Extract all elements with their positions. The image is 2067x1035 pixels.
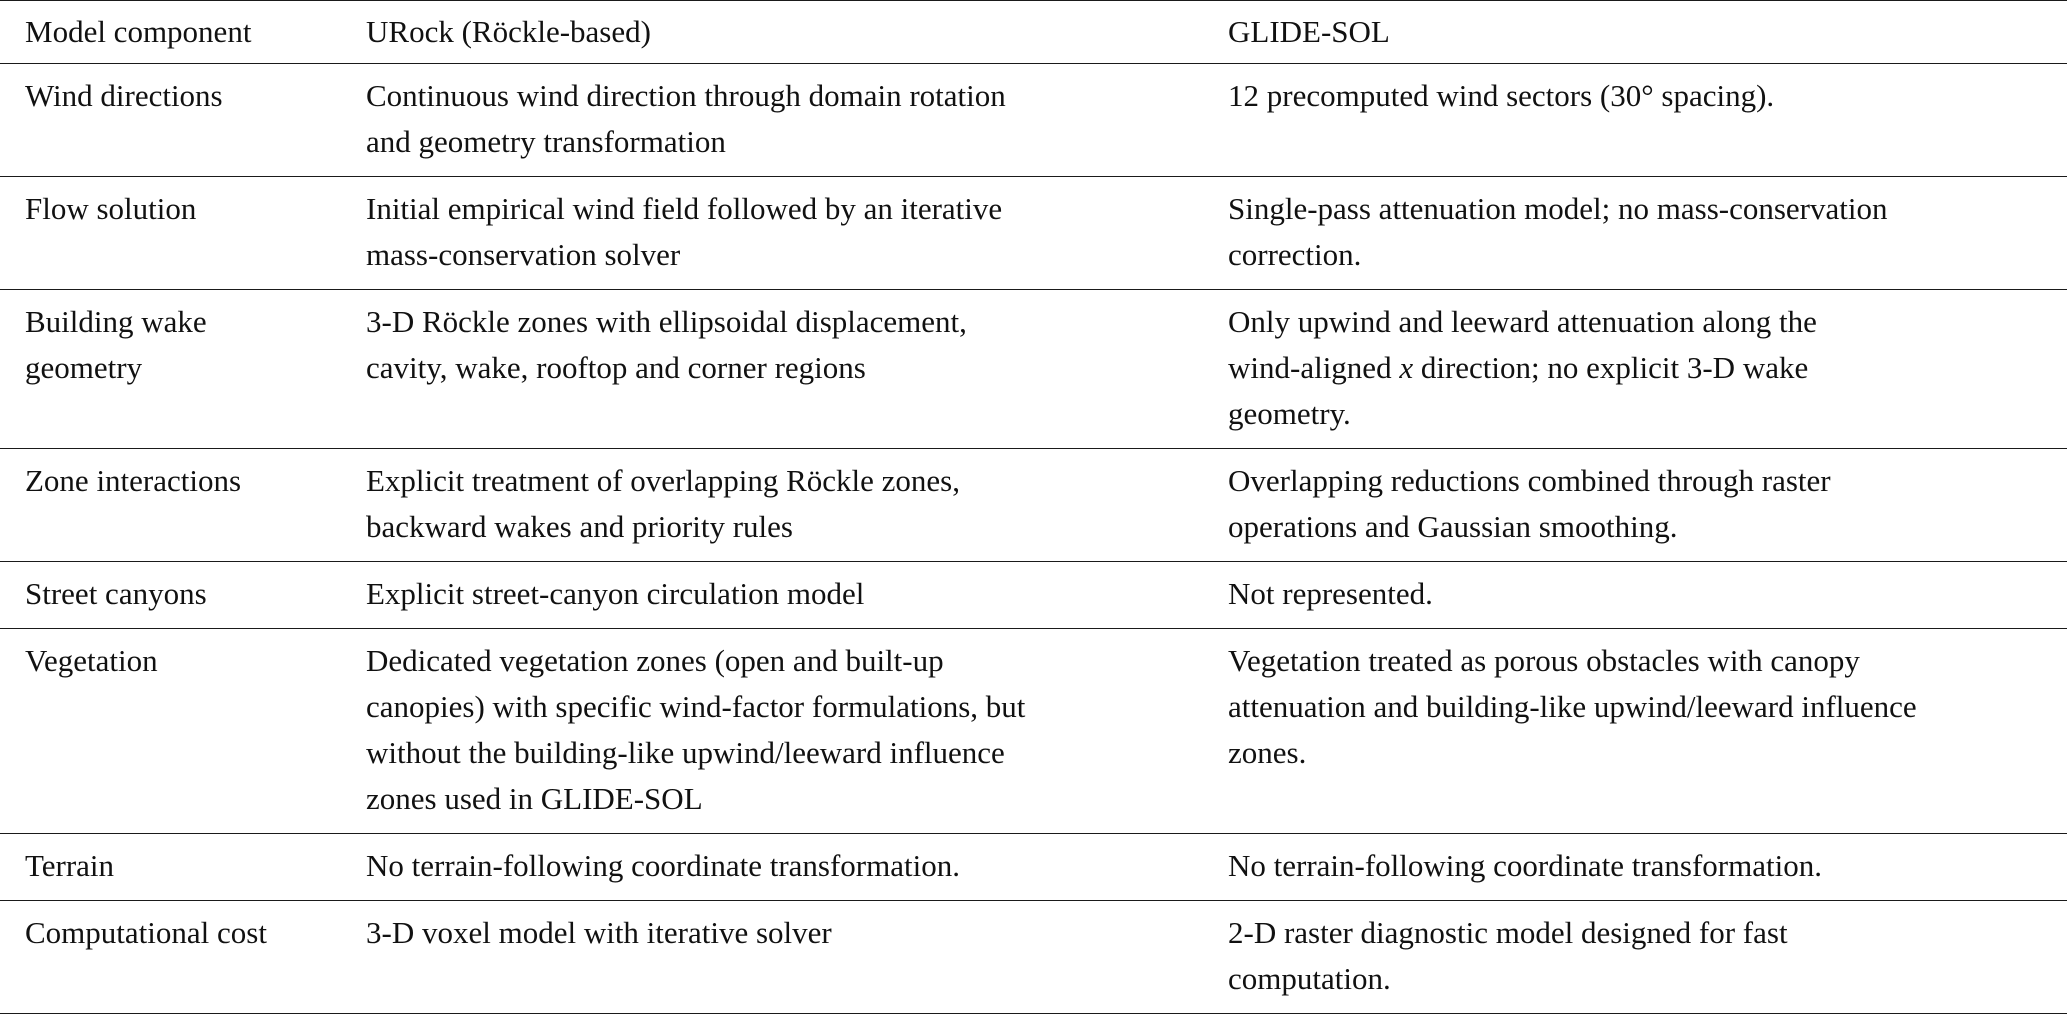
x-variable: x xyxy=(1399,350,1414,385)
row-glide-cell: No terrain-following coordinate transfor… xyxy=(1228,848,1822,883)
row-urock-cell: 3-D Röckle zones with ellipsoidal displa… xyxy=(366,304,967,385)
row-component-label: Vegetation xyxy=(25,643,158,678)
row-urock-cell: Initial empirical wind field followed by… xyxy=(366,191,1003,272)
table-row: Terrain No terrain-following coordinate … xyxy=(0,834,2067,901)
comparison-table: Model component URock (Röckle-based) GLI… xyxy=(0,0,2067,1014)
row-urock-cell: Continuous wind direction through domain… xyxy=(366,78,1006,159)
table-row: Computational cost 3-D voxel model with … xyxy=(0,901,2067,1014)
row-glide-cell: 12 precomputed wind sectors (30° spacing… xyxy=(1228,78,1775,113)
row-urock-cell: 3-D voxel model with iterative solver xyxy=(366,915,832,950)
row-component-label: Computational cost xyxy=(25,915,267,950)
row-urock-cell: Explicit treatment of overlapping Röckle… xyxy=(366,463,960,544)
row-urock-cell: Explicit street-canyon circulation model xyxy=(366,576,865,611)
table-row: Zone interactions Explicit treatment of … xyxy=(0,449,2067,562)
glide-text-post: direction; no explicit 3-D wake geometry… xyxy=(1228,350,1809,431)
header-glide-sol: GLIDE-SOL xyxy=(1228,14,1390,49)
row-urock-cell: No terrain-following coordinate transfor… xyxy=(366,848,960,883)
table-row: Flow solution Initial empirical wind fie… xyxy=(0,177,2067,290)
row-component-label: Terrain xyxy=(25,848,115,883)
row-urock-cell: Dedicated vegetation zones (open and bui… xyxy=(366,643,1026,816)
row-glide-cell: Overlapping reductions combined through … xyxy=(1228,463,1831,544)
table-header-row: Model component URock (Röckle-based) GLI… xyxy=(0,0,2067,64)
row-glide-cell: 2-D raster diagnostic model designed for… xyxy=(1228,915,1788,996)
row-glide-cell: Single-pass attenuation model; no mass-c… xyxy=(1228,191,1888,272)
header-urock: URock (Röckle-based) xyxy=(366,14,651,49)
table-row: Street canyons Explicit street-canyon ci… xyxy=(0,562,2067,629)
glide-text-pre: Only upwind and leeward attenuation alon… xyxy=(1228,304,1817,385)
row-glide-cell: Not represented. xyxy=(1228,576,1433,611)
row-glide-cell: Only upwind and leeward attenuation alon… xyxy=(1228,290,2067,449)
row-component-label: Flow solution xyxy=(25,191,197,226)
row-glide-cell: Vegetation treated as porous obstacles w… xyxy=(1228,643,1917,770)
row-component-label: Street canyons xyxy=(25,576,207,611)
table-row: Building wake geometry 3-D Röckle zones … xyxy=(0,290,2067,449)
header-model-component: Model component xyxy=(25,14,252,49)
table-row: Wind directions Continuous wind directio… xyxy=(0,64,2067,177)
row-component-label: Zone interactions xyxy=(25,463,242,498)
table-row: Vegetation Dedicated vegetation zones (o… xyxy=(0,629,2067,834)
row-component-label: Wind directions xyxy=(25,78,223,113)
row-component-label: Building wake geometry xyxy=(25,304,207,385)
